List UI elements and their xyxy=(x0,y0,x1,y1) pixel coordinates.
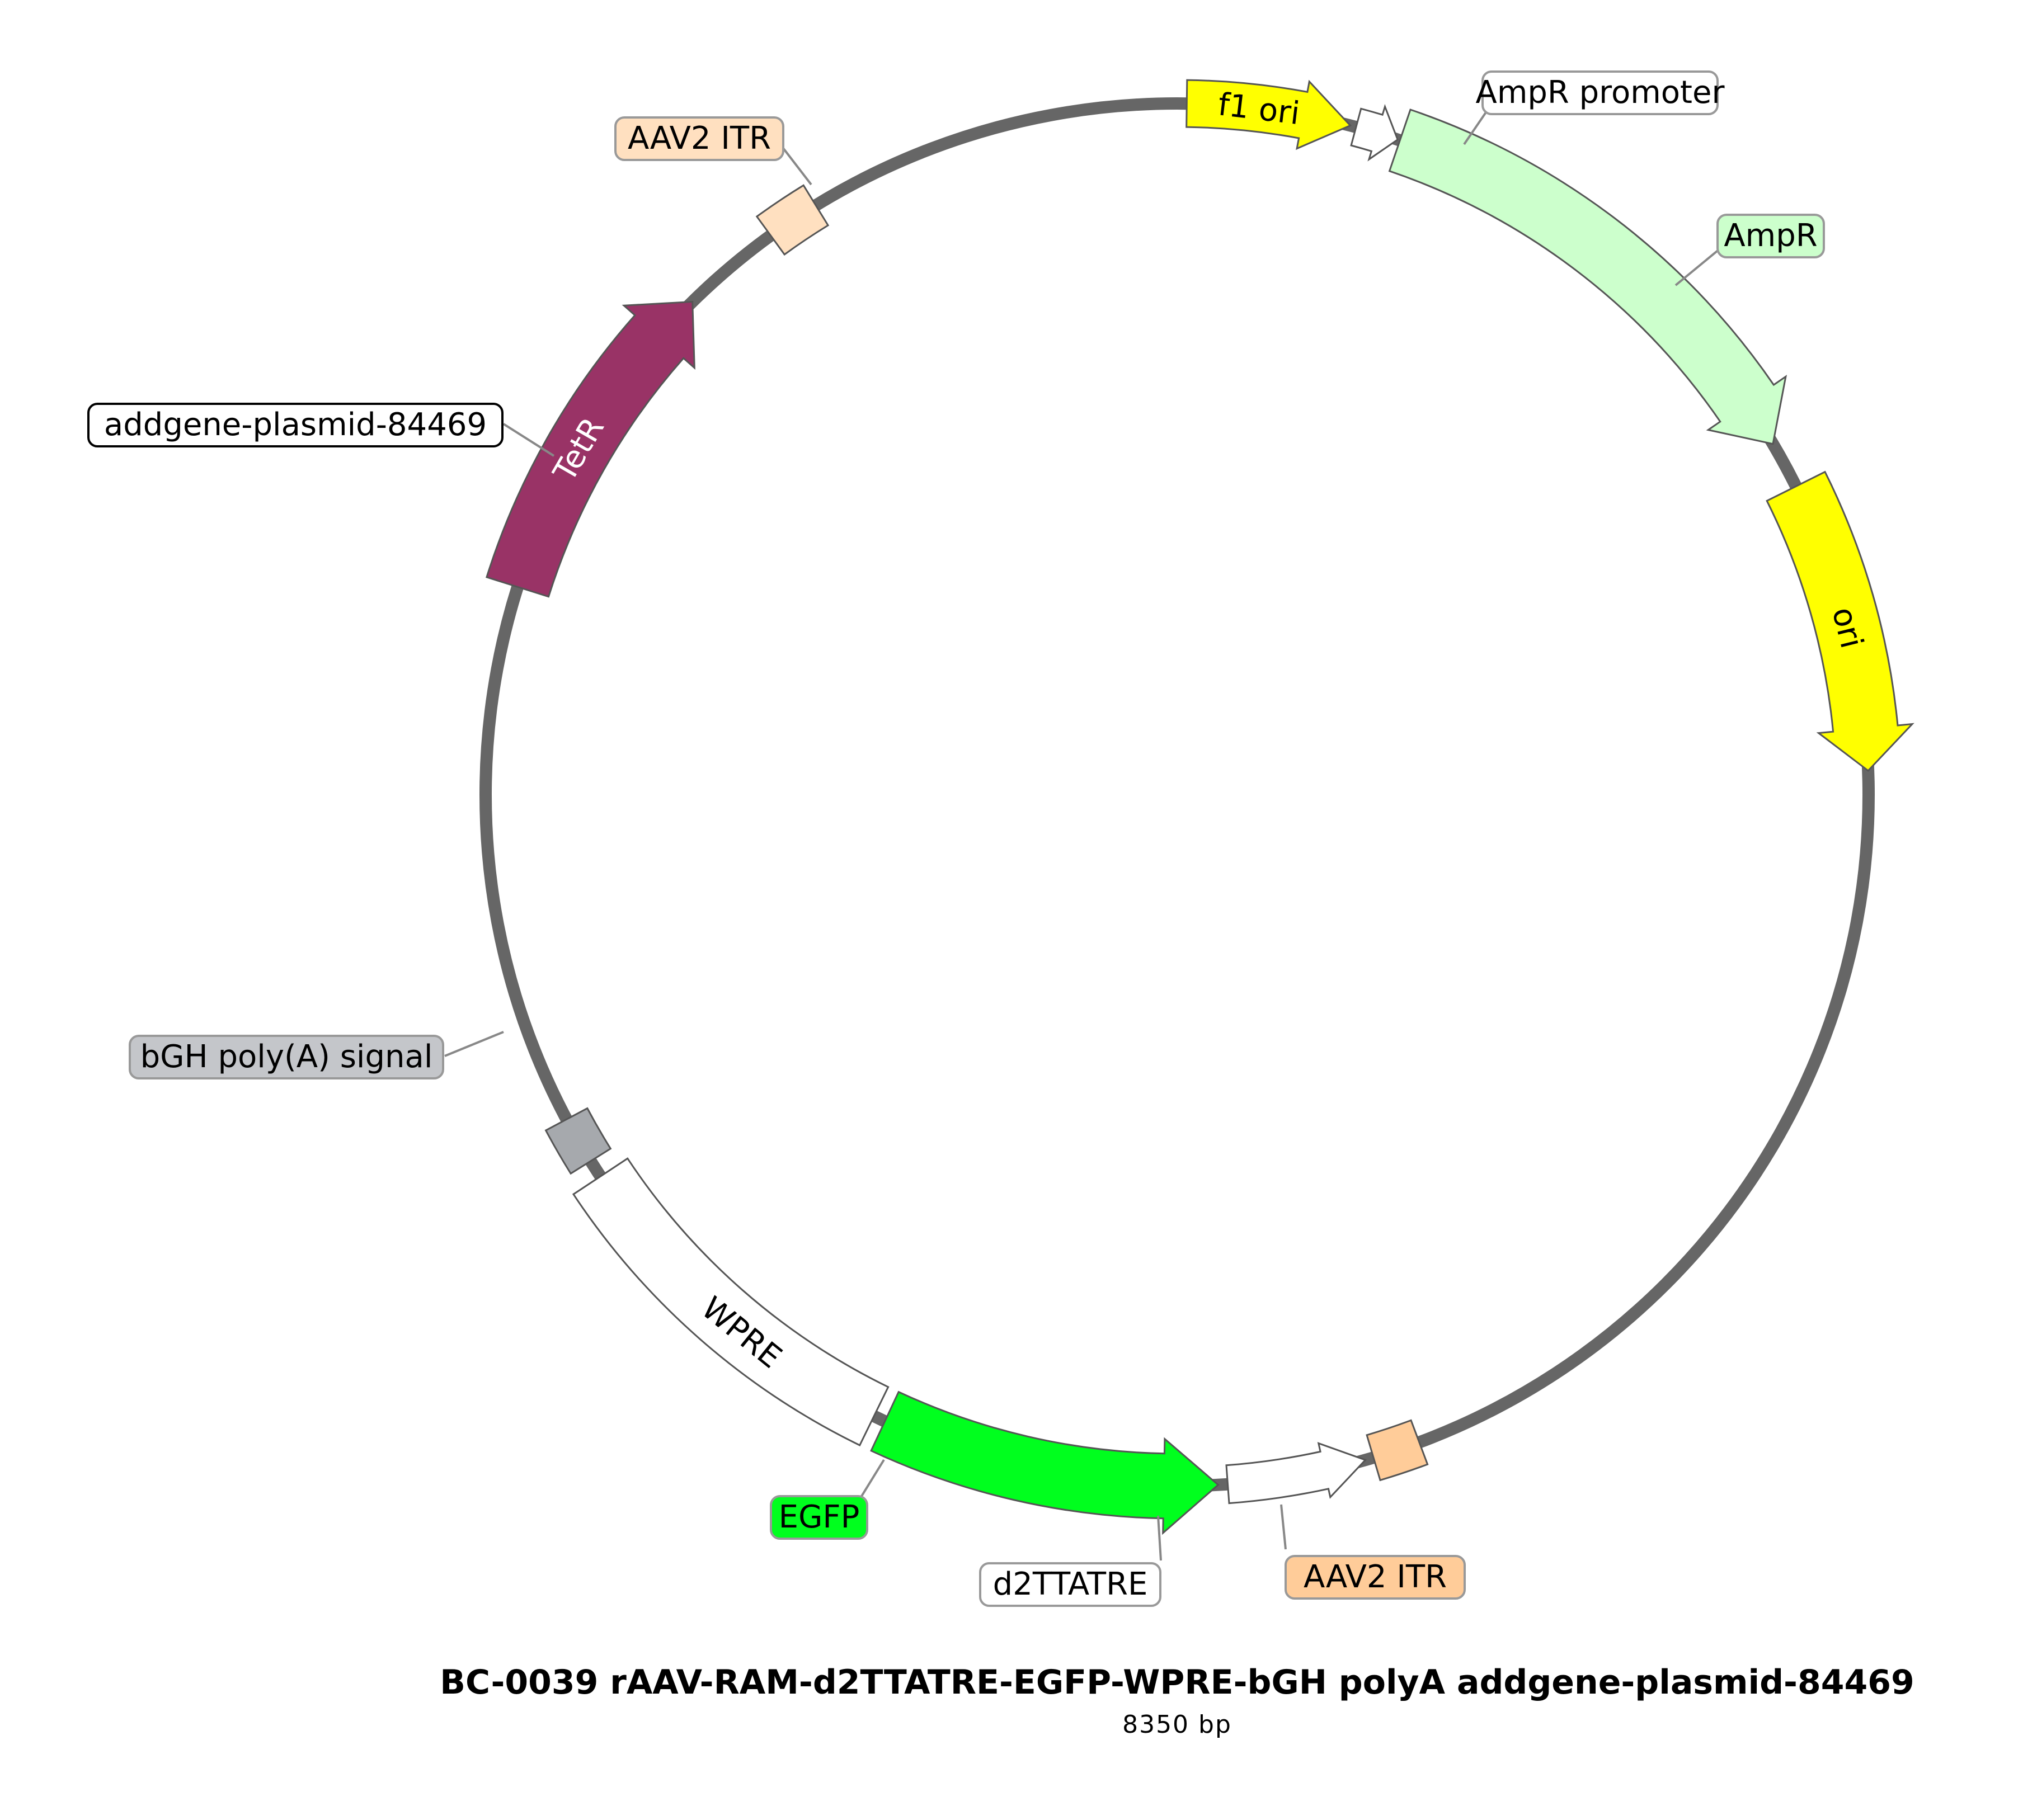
callout-text-aav2-itr-right: AAV2 ITR xyxy=(1304,1559,1447,1595)
feature-f1-ori[interactable] xyxy=(1185,79,1352,150)
callout-egfp: EGFP xyxy=(770,1459,885,1540)
callout-text-d2ttatre: d2TTATRE xyxy=(993,1566,1148,1602)
feature-ori[interactable] xyxy=(1766,470,1914,772)
feature-bgh-polya[interactable] xyxy=(544,1107,612,1175)
callout-text-addgene-plasmid: addgene-plasmid-84469 xyxy=(104,407,487,443)
callout-d2ttatre: d2TTATRE xyxy=(979,1515,1162,1607)
callout-text-bgh-polya: bGH poly(A) signal xyxy=(140,1039,433,1075)
callout-text-aav2-itr-left: AAV2 ITR xyxy=(628,120,771,157)
callout-aav2-itr-right: AAV2 ITR xyxy=(1280,1504,1466,1600)
callout-aav2-itr-left: AAV2 ITR xyxy=(614,116,812,186)
callout-ampr: AmpR xyxy=(1674,214,1825,286)
callout-text-ampr: AmpR xyxy=(1724,218,1817,254)
map-title: BC-0039 rAAV-RAM-d2TTATRE-EGFP-WPRE-bGH … xyxy=(440,1663,1914,1702)
feature-ampr[interactable] xyxy=(1388,109,1787,445)
callout-bgh-polya: bGH poly(A) signal xyxy=(129,1031,504,1079)
feature-aav2-itr-left[interactable] xyxy=(755,184,830,256)
callout-addgene-plasmid: addgene-plasmid-84469 xyxy=(87,403,555,457)
feature-ampr-promoter[interactable] xyxy=(1350,103,1399,162)
map-size-label: 8350 bp xyxy=(1122,1710,1232,1739)
feature-egfp[interactable] xyxy=(870,1390,1220,1535)
feature-wpre[interactable] xyxy=(572,1157,890,1447)
feature-tetr[interactable] xyxy=(486,300,695,598)
callout-text-ampr-promoter: AmpR promoter xyxy=(1476,74,1725,111)
feature-d2ttatre[interactable] xyxy=(1225,1442,1367,1505)
callout-ampr-promoter: AmpR promoter xyxy=(1463,70,1725,145)
callout-text-egfp: EGFP xyxy=(779,1499,860,1535)
feature-aav2-itr-right[interactable] xyxy=(1366,1419,1429,1482)
